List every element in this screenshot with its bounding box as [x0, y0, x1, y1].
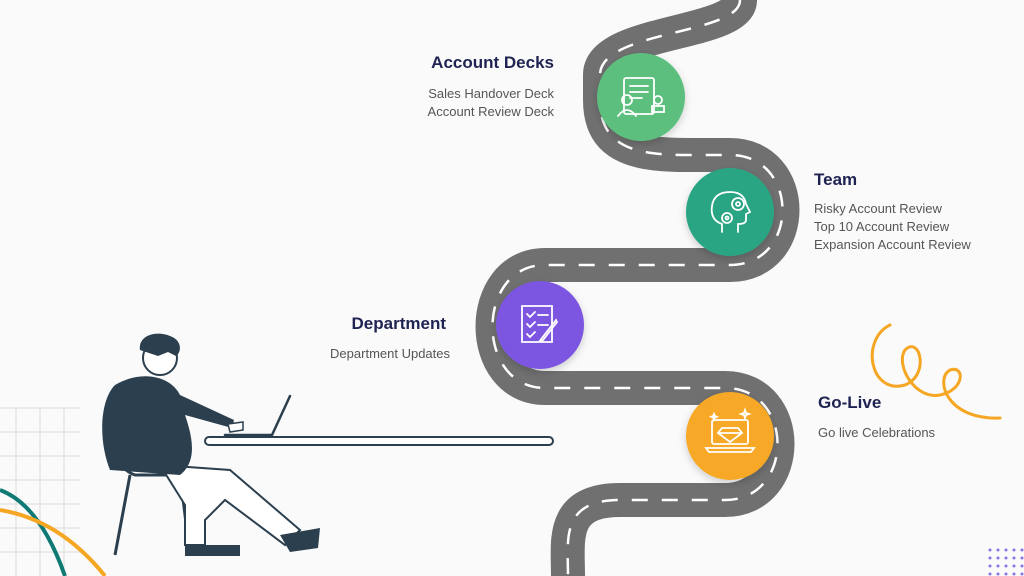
- account-decks-items: Sales Handover Deck Account Review Deck: [380, 85, 554, 121]
- milestone-go-live-badge: [686, 392, 774, 480]
- grid-decoration: [0, 407, 80, 576]
- account-decks-title: Account Decks: [431, 53, 554, 72]
- department-items: Department Updates: [300, 345, 450, 363]
- team-items: Risky Account Review Top 10 Account Revi…: [814, 200, 971, 254]
- presentation-document-icon: [617, 77, 665, 117]
- list-item: Department Updates: [330, 346, 450, 361]
- checklist-pencil-icon: [521, 305, 559, 343]
- head-gears-icon: [710, 191, 752, 233]
- orange-arc-decoration: [0, 508, 107, 576]
- orange-squiggle-decoration: [870, 323, 1002, 420]
- department-title: Department: [351, 314, 446, 333]
- list-item: Risky Account Review: [814, 201, 942, 216]
- milestone-account-decks-badge: [597, 53, 685, 141]
- team-title: Team: [814, 170, 858, 189]
- milestone-team-badge: [686, 168, 774, 256]
- list-item: Account Review Deck: [427, 104, 554, 119]
- list-item: Go live Celebrations: [818, 425, 936, 440]
- go-live-title: Go-Live: [818, 393, 882, 412]
- person-at-laptop-illustration: [102, 333, 554, 556]
- milestone-department-badge: [496, 281, 584, 369]
- laptop-diamond-icon: [704, 407, 756, 453]
- list-item: Sales Handover Deck: [428, 86, 554, 101]
- dot-grid-decoration: [988, 548, 1024, 576]
- list-item: Expansion Account Review: [814, 237, 971, 252]
- list-item: Top 10 Account Review: [814, 219, 950, 234]
- go-live-items: Go live Celebrations: [818, 424, 935, 442]
